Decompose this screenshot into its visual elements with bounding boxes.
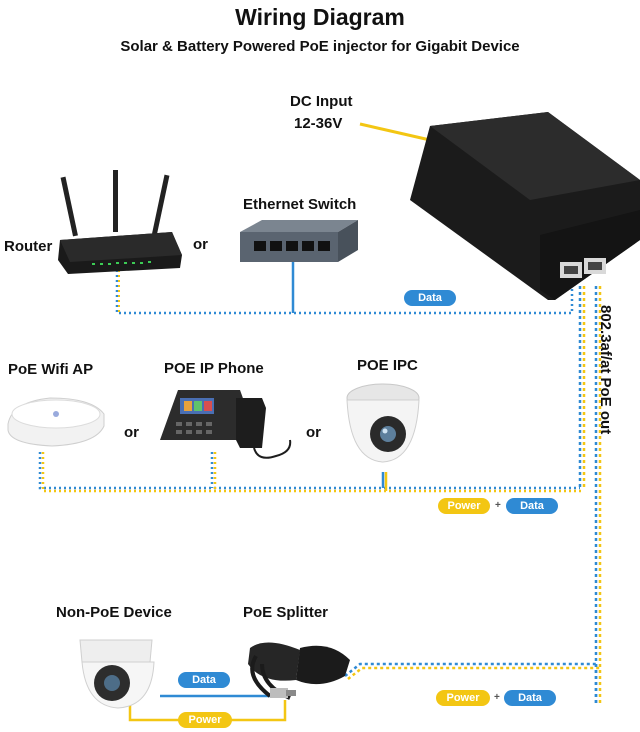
poe-ipc-camera-icon [346, 383, 420, 463]
power-tag: Power [178, 712, 232, 728]
splitter-poe-wire-blue [344, 662, 596, 677]
poe-ip-phone-icon [160, 390, 292, 459]
poe-devices-bus-blue [38, 452, 580, 490]
dc-voltage-label: 12-36V [294, 115, 343, 132]
data-tag: Data [178, 672, 230, 688]
plus-sign: + [494, 692, 500, 703]
non-poe-camera-icon [79, 639, 155, 709]
or-label: or [124, 424, 139, 441]
dc-input-wire [359, 122, 431, 142]
ethernet-switch-icon [240, 220, 358, 262]
router-label: Router [4, 238, 53, 255]
data-tag: Data [504, 690, 556, 706]
poe-injector-icon [410, 112, 640, 300]
or-label: or [306, 424, 321, 441]
data-tag: Data [506, 498, 558, 514]
diagram-title: Wiring Diagram [235, 4, 405, 30]
power-tag: Power [436, 690, 490, 706]
poe-wifi-ap-icon [7, 397, 105, 447]
poe-ip-phone-label: POE IP Phone [164, 360, 264, 377]
ethernet-switch-label: Ethernet Switch [243, 196, 357, 213]
dc-input-label: DC Input [290, 93, 353, 110]
data-tag: Data [404, 290, 456, 306]
poe-splitter-icon [248, 642, 350, 700]
or-label: or [193, 236, 208, 253]
poe-wifi-ap-label: PoE Wifi AP [8, 361, 94, 378]
power-tag: Power [438, 498, 490, 514]
plus-sign: + [495, 500, 501, 511]
poe-ipc-label: POE IPC [357, 357, 418, 374]
diagram-subtitle: Solar & Battery Powered PoE injector for… [120, 38, 520, 55]
poe-splitter-label: PoE Splitter [243, 604, 329, 621]
non-poe-device-label: Non-PoE Device [56, 604, 172, 621]
router-icon [58, 170, 182, 274]
router-data-wire [115, 270, 574, 315]
poe-out-label: 802.3af/at PoE out [597, 305, 614, 435]
